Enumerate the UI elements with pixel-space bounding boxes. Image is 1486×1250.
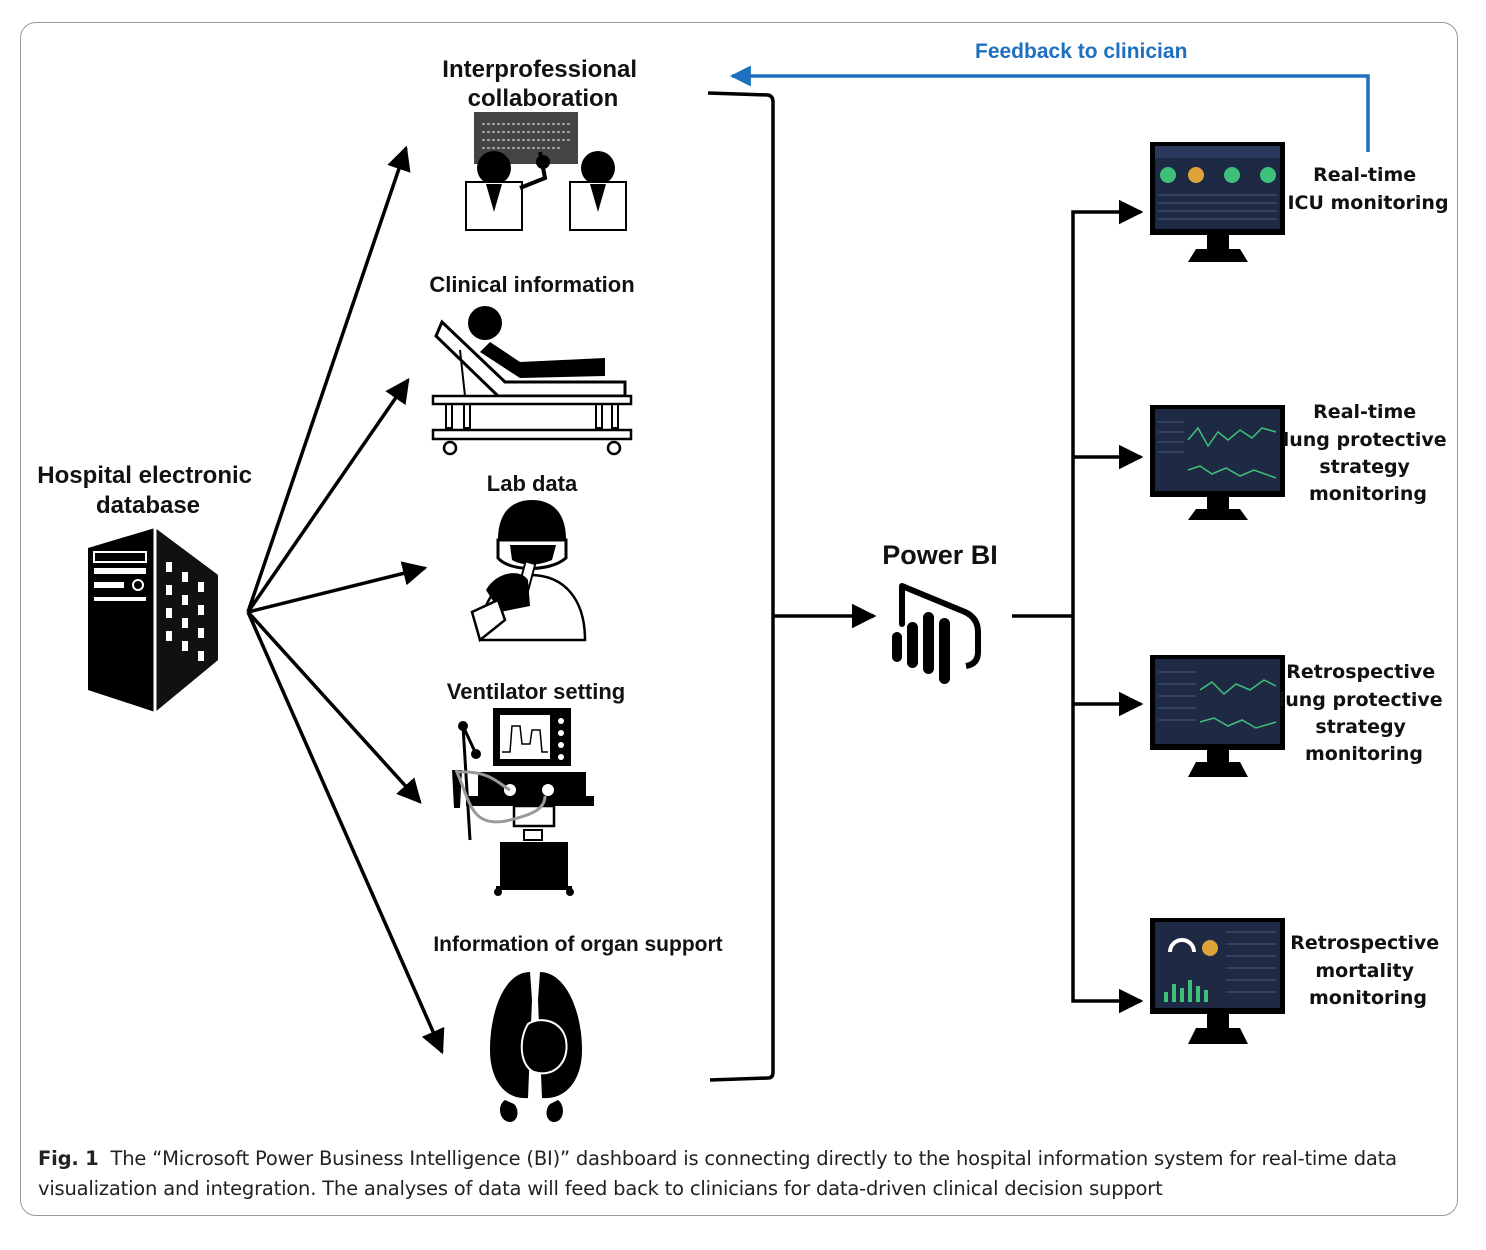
monitor-bars-icon <box>1150 918 1285 1044</box>
output-label-lung-rt: Real-time lung protective strategy monit… <box>1283 401 1454 505</box>
feedback-label: Feedback to clinician <box>975 40 1187 63</box>
feedback-arrow <box>729 65 1370 152</box>
source-label: Hospital electronic database <box>37 462 258 519</box>
input-label-clinical: Clinical information <box>429 272 634 297</box>
caption-text: The “Microsoft Power Business Intelligen… <box>38 1147 1397 1200</box>
output-label-mortality: Retrospective mortality monitoring <box>1290 932 1446 1009</box>
monitor-dashboard-icon <box>1150 142 1285 262</box>
figure-caption: Fig. 1 The “Microsoft Power Business Int… <box>38 1144 1438 1204</box>
monitor-chart-icon <box>1150 405 1285 520</box>
output-tree <box>1012 199 1144 1014</box>
input-label-interprofessional: Interprofessional collaboration <box>442 56 643 112</box>
fan-arrows <box>246 145 445 1055</box>
server-icon <box>88 528 218 712</box>
input-label-lab: Lab data <box>487 471 578 496</box>
organs-icon <box>490 972 582 1122</box>
monitor-chart-icon <box>1150 655 1285 777</box>
input-label-ventilator: Ventilator setting <box>447 679 625 704</box>
output-label-lung-retro: Retrospective lung protective strategy m… <box>1279 661 1450 765</box>
power-bi-logo-icon <box>892 583 981 684</box>
doctors-presentation-icon <box>465 112 627 231</box>
input-label-organ: Information of organ support <box>433 933 722 956</box>
collection-bracket <box>707 91 877 1082</box>
hub-label: Power BI <box>882 540 998 570</box>
workflow-diagram: Hospital electronic database Interprofes… <box>37 40 1454 1122</box>
patient-bed-icon <box>431 306 633 456</box>
lab-technician-icon <box>470 500 587 643</box>
ventilator-icon <box>452 708 594 896</box>
caption-prefix: Fig. 1 <box>38 1147 99 1170</box>
output-label-icu: Real-time ICU monitoring <box>1287 164 1448 214</box>
